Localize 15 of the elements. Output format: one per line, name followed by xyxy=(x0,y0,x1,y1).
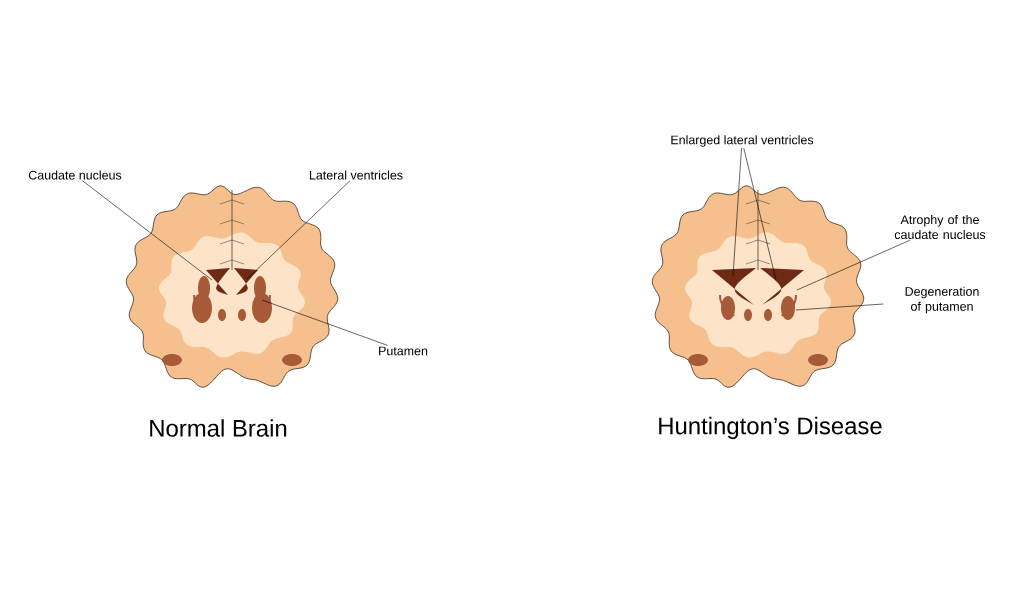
leader-line xyxy=(732,147,742,277)
leader-line xyxy=(743,147,777,281)
brain-title: Normal Brain xyxy=(150,419,287,437)
part-label: Degeneration of putamen xyxy=(905,286,979,314)
part-label: Atrophy of the caudate nucleus xyxy=(894,214,986,240)
leader-line xyxy=(82,180,213,281)
part-label: Putamen xyxy=(379,346,428,356)
leader-line xyxy=(796,239,911,291)
part-label: Lateral ventricles xyxy=(309,170,403,180)
brain-title: Huntington’s Disease xyxy=(659,416,882,440)
part-label: Enlarged lateral ventricles xyxy=(671,135,814,147)
leader-line xyxy=(261,299,388,346)
leader-line xyxy=(795,303,884,311)
part-label: Caudate nucleus xyxy=(28,170,122,180)
leader-line xyxy=(246,180,351,280)
